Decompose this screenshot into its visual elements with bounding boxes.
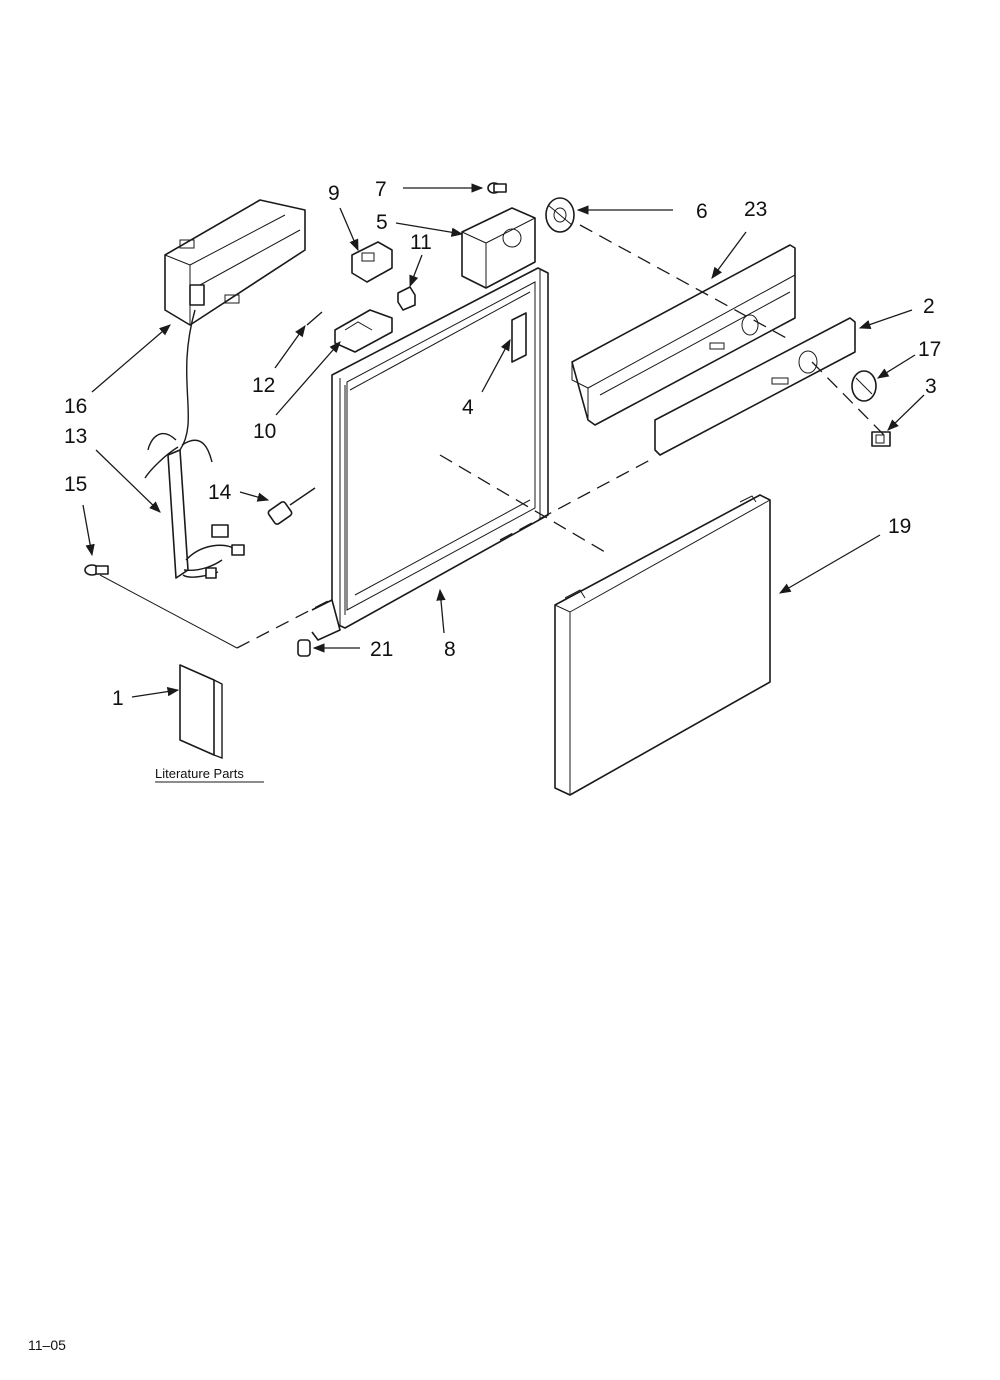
callout-10: 10: [253, 420, 276, 443]
callout-4: 4: [462, 396, 474, 419]
callout-11: 11: [410, 231, 432, 254]
callout-17: 17: [918, 338, 941, 361]
literature-parts-caption: Literature Parts: [155, 766, 244, 781]
part-12-pin: [306, 311, 323, 326]
leader-lines: [82, 183, 925, 698]
callout-19: 19: [888, 515, 911, 538]
part-7-screw: [487, 182, 507, 194]
callout-12: 12: [252, 374, 275, 397]
part-9-switch: [351, 241, 393, 283]
callout-15: 15: [64, 473, 87, 496]
alignment-lines: [99, 224, 886, 649]
part-2-overlay: [654, 317, 856, 456]
callout-6: 6: [696, 200, 708, 223]
part-4-hinge-plate: [511, 312, 527, 363]
part-11-actuator: [397, 286, 416, 311]
callout-7: 7: [375, 178, 387, 201]
part-19-door-panel: [554, 494, 771, 796]
callout-labels: 7 9 5 11 6 23 2 17 3 12 10 4 16 13 15 14…: [64, 178, 941, 710]
part-6-knob: [545, 197, 575, 233]
part-8-door-frame: [311, 267, 549, 641]
callout-2: 2: [923, 295, 935, 318]
part-16-cover: [164, 199, 306, 326]
part-13-wire-harness: [144, 284, 245, 579]
part-14-connector: [267, 487, 316, 525]
part-3-switch: [871, 431, 891, 447]
part-1-literature: [179, 664, 223, 760]
part-23-control-panel: [571, 244, 796, 426]
callout-16: 16: [64, 395, 87, 418]
callout-8: 8: [444, 638, 456, 661]
callout-13: 13: [64, 425, 87, 448]
part-10-bracket: [334, 309, 393, 353]
callout-21: 21: [370, 638, 393, 661]
part-5-latch: [461, 207, 536, 289]
callout-1: 1: [112, 687, 124, 710]
part-17-knob: [851, 370, 877, 402]
callout-5: 5: [376, 211, 388, 234]
callout-9: 9: [328, 182, 340, 205]
part-15-screw: [84, 564, 109, 576]
callout-14: 14: [208, 481, 232, 504]
page-code: 11–05: [28, 1337, 66, 1353]
callout-3: 3: [925, 375, 937, 398]
callout-23: 23: [744, 198, 767, 221]
part-21-plug: [297, 639, 311, 657]
